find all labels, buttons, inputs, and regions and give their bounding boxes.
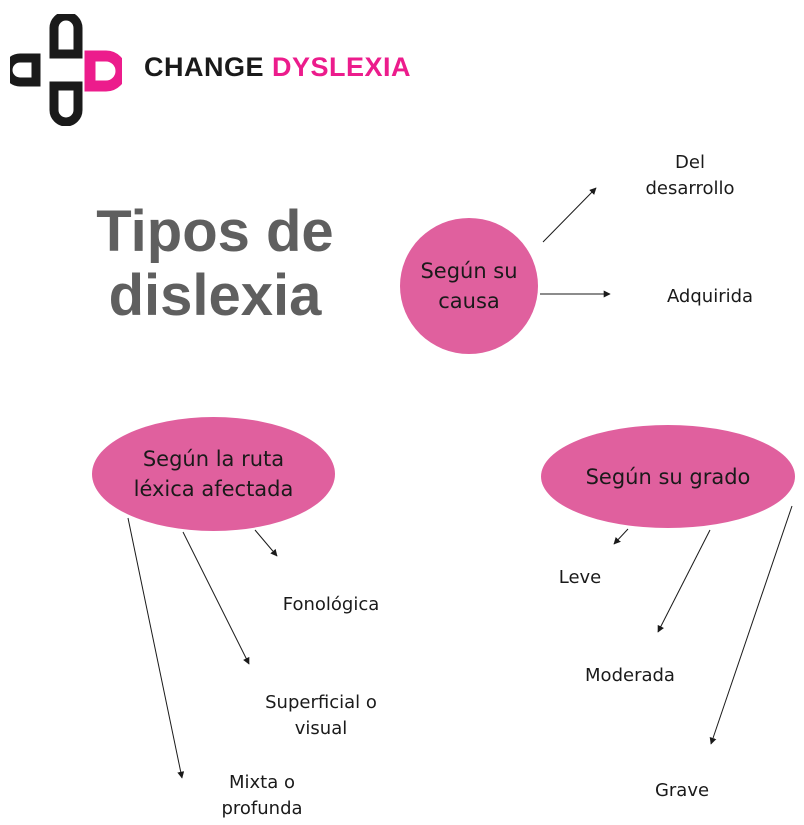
arrow-ruta-superficial [182, 531, 250, 665]
brand-word-dyslexia: DYSLEXIA [272, 52, 412, 82]
arrow-grado-grave [709, 505, 793, 745]
leaf-moderada: Moderada [585, 665, 675, 686]
leaf-adquirida: Adquirida [666, 286, 754, 307]
bubble-label: Según su causa [420, 259, 518, 313]
leaf-del-desarrollo: Del desarrollo [645, 152, 735, 199]
page-title: Tipos de dislexia [60, 200, 370, 328]
arrow-causa-desarrollo [542, 187, 597, 243]
cross-d-logo-icon [10, 14, 122, 126]
leaf-leve: Leve [558, 567, 602, 588]
leaf-fonologica: Fonológica [282, 594, 380, 615]
bubble-label: Según su grado [585, 464, 751, 489]
brand-name: CHANGE DYSLEXIA [144, 52, 411, 83]
leaf-mixta-o-profunda: Mixta o profunda [221, 772, 303, 819]
bubble-segun-la-ruta-lexica: Según la ruta léxica afectada [92, 417, 335, 531]
arrow-ruta-fonologica [254, 529, 278, 557]
leaf-superficial-o-visual: Superficial o visual [265, 692, 377, 739]
title-line-1: Tipos de [96, 199, 334, 264]
title-line-2: dislexia [108, 263, 322, 328]
arrow-grado-moderada [657, 529, 711, 633]
bubble-label: Según la ruta léxica afectada [133, 447, 294, 501]
bubble-segun-su-grado: Según su grado [541, 425, 795, 528]
arrow-ruta-mixta [127, 517, 185, 779]
bubble-segun-su-causa: Según su causa [400, 218, 538, 354]
arrow-grado-leve [613, 528, 629, 545]
brand-word-change: CHANGE [144, 52, 265, 82]
leaf-grave: Grave [654, 780, 710, 801]
